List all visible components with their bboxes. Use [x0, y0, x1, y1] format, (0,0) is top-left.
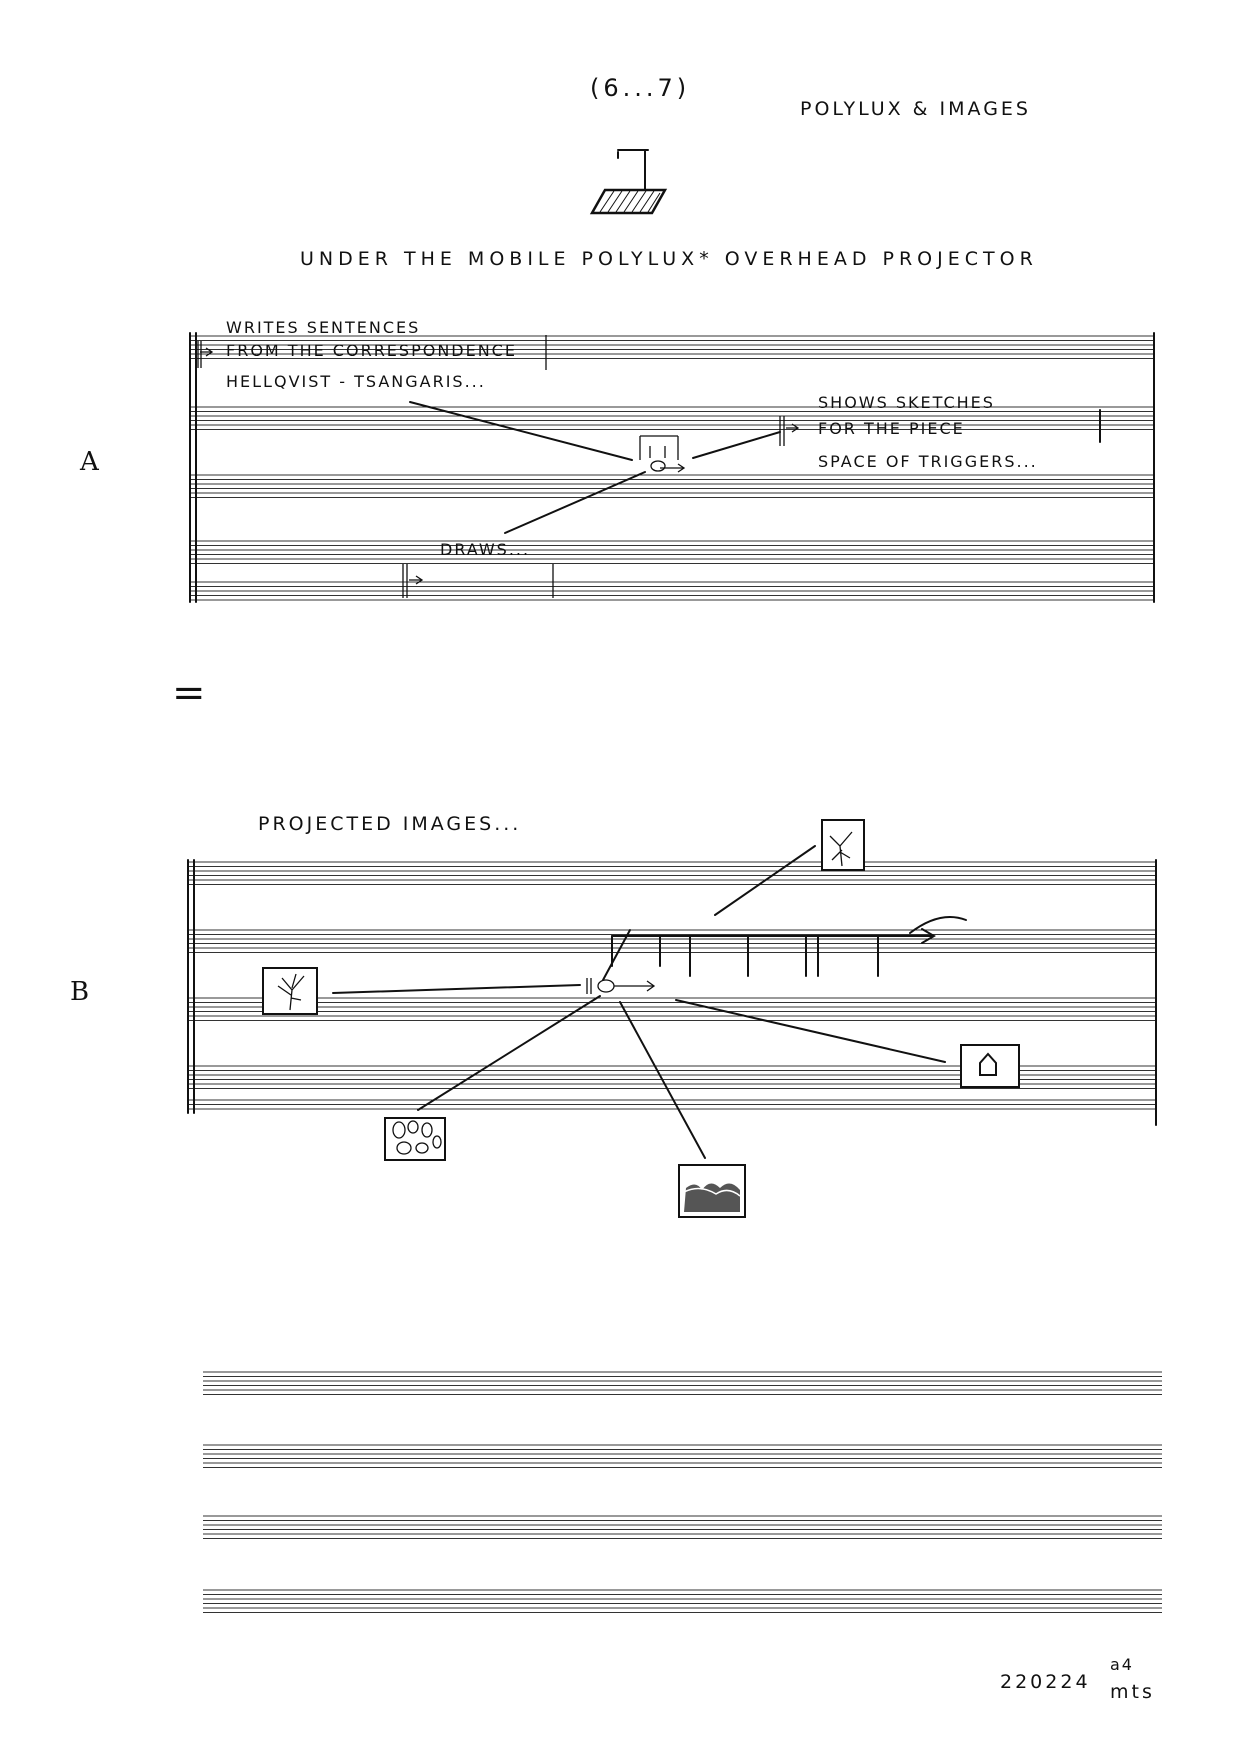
section-number: (6...7) [590, 74, 690, 102]
section-label-b: B [70, 977, 89, 1007]
shows-line-1: SHOWS SKETCHES [818, 393, 995, 412]
draws-text: DRAWS... [440, 540, 530, 559]
footer-initials: mts [1110, 1681, 1155, 1703]
draws-cue: DRAWS... [403, 540, 553, 598]
footer-date: 220224 [1000, 1671, 1091, 1693]
projected-image-branch [822, 820, 864, 870]
projected-image-stones [385, 1118, 445, 1160]
shows-sketches-cue: SHOWS SKETCHES FOR THE PIECE SPACE OF TR… [780, 393, 1100, 471]
writes-line-2: FROM THE CORRESPONDENCE [226, 341, 517, 360]
projected-image-tree [263, 968, 317, 1014]
rhythm-beam [612, 917, 966, 976]
equals-sign: = [172, 670, 206, 716]
section-label-a: A [79, 447, 100, 477]
shows-line-3: SPACE OF TRIGGERS... [818, 452, 1038, 471]
trigger-symbol-b [587, 930, 654, 994]
instruction-text: UNDER THE MOBILE POLYLUX* OVERHEAD PROJE… [300, 248, 1038, 270]
writes-line-1: WRITES SENTENCES [226, 318, 420, 337]
writes-line-3: HELLQVIST - TSANGARIS... [226, 372, 486, 391]
empty-staves [203, 1372, 1162, 1613]
projected-image-landscape [679, 1165, 745, 1217]
writes-sentences-cue: WRITES SENTENCES FROM THE CORRESPONDENCE… [198, 318, 546, 391]
projected-images-text: PROJECTED IMAGES... [258, 813, 521, 835]
overhead-projector-icon [592, 150, 665, 213]
page-title: POLYLUX & IMAGES [800, 98, 1031, 120]
projector-trigger-symbol [640, 436, 684, 472]
footer-page: a4 [1110, 1655, 1134, 1674]
projected-image-house [961, 1045, 1019, 1087]
shows-line-2: FOR THE PIECE [818, 419, 965, 438]
